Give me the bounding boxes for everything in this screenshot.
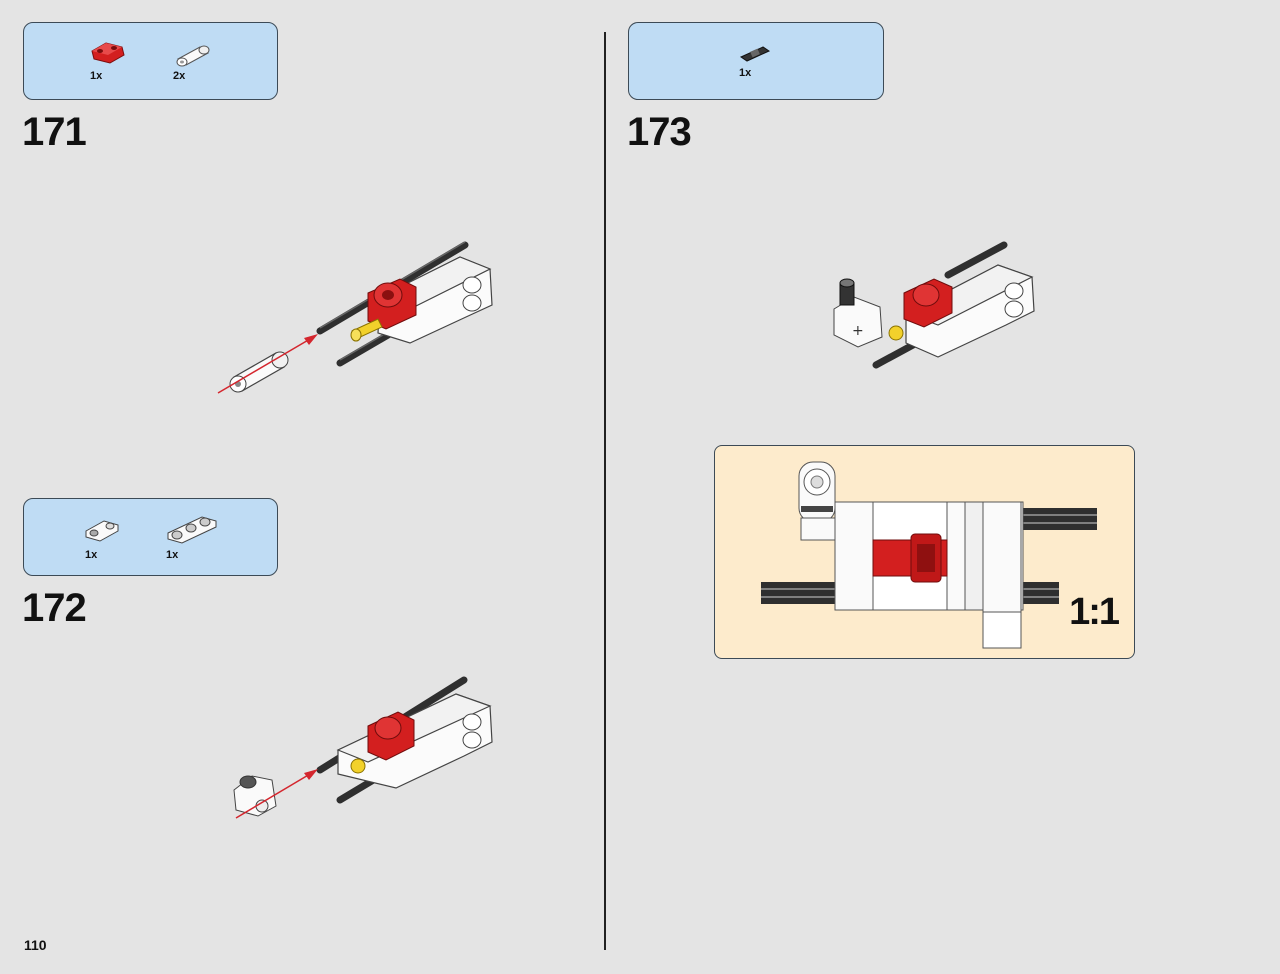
step-number: 173 [627,110,692,154]
scale-label: 1:1 [1069,591,1120,633]
step-number: 172 [22,586,87,630]
parts-list-step-173: 1x [628,22,884,100]
part-qty: 1x [90,70,103,82]
column-divider [604,32,606,950]
parts-list-step-171: 1x 2x [23,22,278,100]
part-qty: 1x [739,67,752,79]
insert-arrow [217,338,311,394]
scale-callout: 1:1 [714,445,1135,659]
part-qty: 1x [85,549,98,561]
svg-text:+: + [852,323,864,339]
black-axle-connector-icon [739,46,771,62]
parts-list-step-172: 1x 1x [23,498,278,576]
step-number: 171 [22,110,87,154]
part-qty: 2x [173,70,186,82]
white-pin-joiner-icon [85,520,119,542]
callout-1to1-illustration [761,461,1097,649]
step-173-assembly-illustration: + [833,241,1035,369]
red-liftarm-icon [91,42,125,64]
step-171-assembly-illustration [217,241,493,394]
step-172-assembly-illustration [233,676,493,819]
part-qty: 1x [166,549,179,561]
white-liftarm-3-icon [167,516,217,544]
white-pin-connector-icon [176,45,210,67]
page-number: 110 [24,937,47,953]
